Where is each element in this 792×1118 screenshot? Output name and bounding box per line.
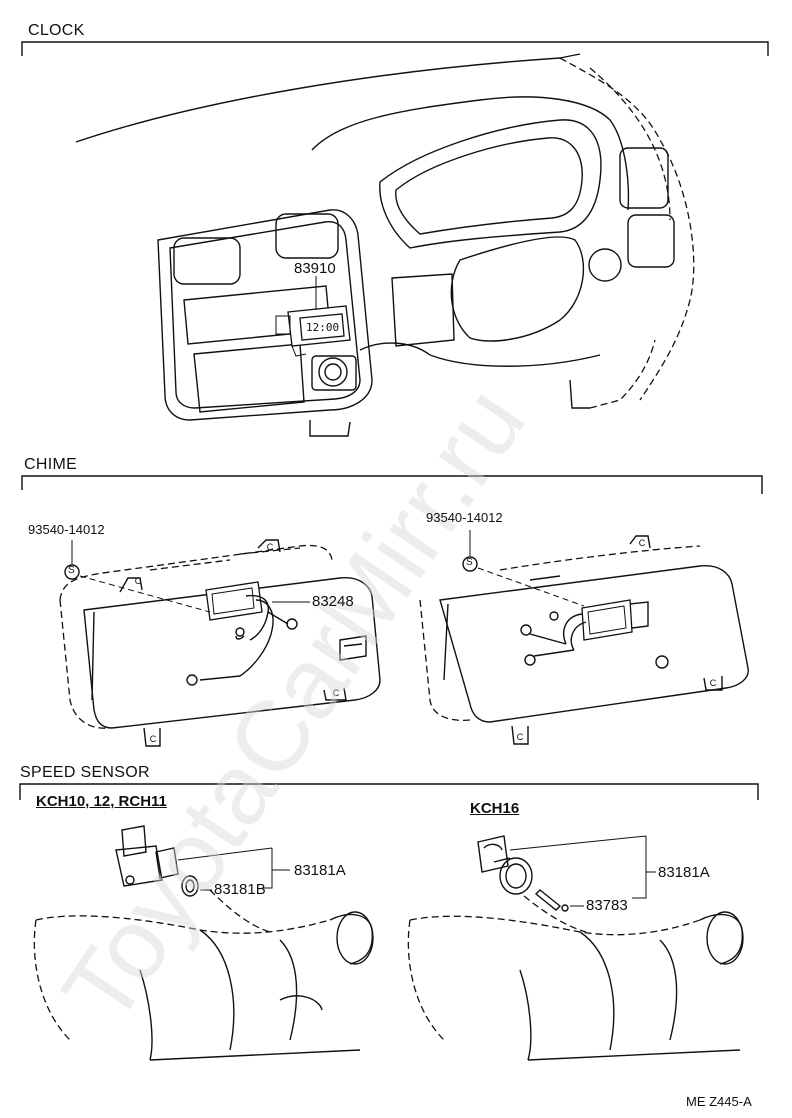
chime-buzzer-left: [186, 581, 298, 686]
left-bolt-marker: [64, 540, 310, 613]
svg-text:C: C: [517, 732, 524, 742]
left-sensor-part-main: 83181A: [294, 862, 346, 879]
speed-sensor-section-bracket: [19, 783, 759, 800]
svg-text:C: C: [135, 576, 142, 586]
left-bolt-part-number: 93540-14012: [28, 522, 105, 537]
diagram-code: ME Z445-A: [686, 1094, 752, 1109]
right-speed-sensor-illustration: [407, 835, 744, 1061]
dashboard-illustration: [75, 53, 695, 437]
speed-sensor-section-title: SPEED SENSOR: [20, 764, 150, 781]
right-sensor-model: KCH16: [470, 800, 520, 817]
clock-display-text: 12:00: [306, 321, 340, 334]
right-meter-illustration: C C C: [419, 535, 749, 745]
left-speed-sensor-illustration: [33, 825, 374, 1061]
chime-section-title: CHIME: [24, 456, 78, 473]
right-sensor-part-main: 83181A: [658, 864, 710, 881]
left-sensor-part-sub: 83181B: [214, 881, 266, 898]
svg-text:C: C: [150, 734, 157, 744]
clock-unit: [275, 305, 357, 391]
chime-part-number: 83248: [312, 593, 354, 610]
clock-part-number: 83910: [294, 260, 336, 277]
chime-buzzer-right: [520, 599, 649, 666]
svg-text:C: C: [710, 678, 717, 688]
svg-text:C: C: [267, 542, 274, 552]
right-bolt-s-mark: S: [466, 557, 473, 568]
left-bolt-s-mark: S: [68, 565, 75, 576]
svg-text:C: C: [333, 688, 340, 698]
left-sensor-model: KCH10, 12, RCH11: [36, 793, 167, 810]
right-bolt-marker: [462, 530, 585, 607]
svg-text:C: C: [639, 538, 646, 548]
clock-section-bracket: [21, 41, 769, 56]
left-meter-illustration: C C C C: [59, 539, 381, 747]
right-bolt-part-number: 93540-14012: [426, 510, 503, 525]
clock-section-title: CLOCK: [28, 22, 85, 39]
chime-section-bracket: [21, 475, 763, 494]
right-sensor-part-sub: 83783: [586, 897, 628, 914]
